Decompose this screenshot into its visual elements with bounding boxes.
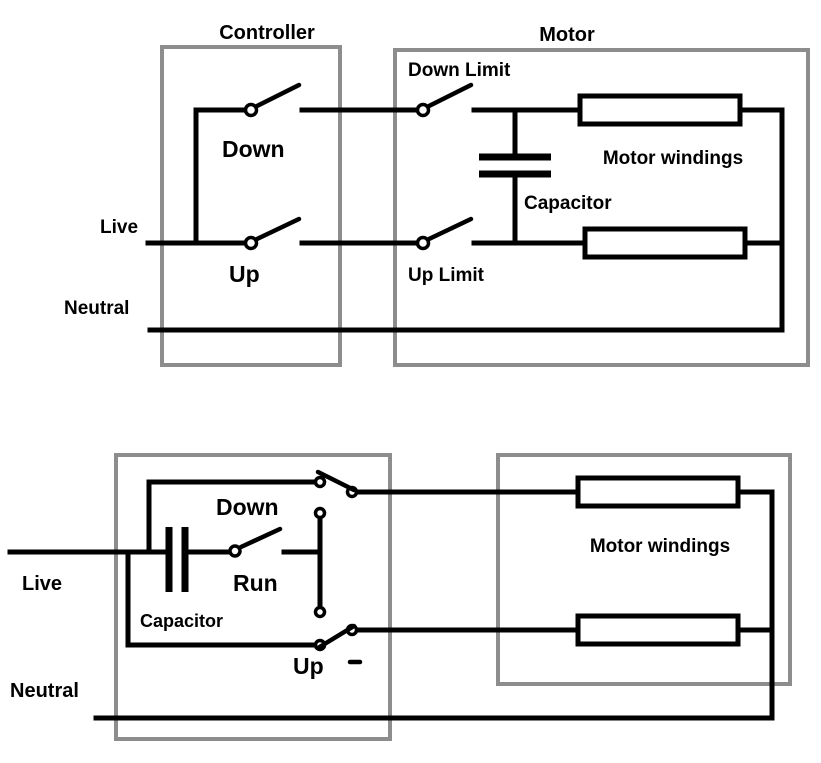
capacitor-label: Capacitor — [524, 193, 612, 214]
down-switch-contact — [243, 102, 259, 118]
live-label: Live — [22, 573, 62, 595]
bottom-selector-blade — [315, 623, 357, 651]
neutral-label: Neutral — [64, 298, 129, 319]
down-limit-switch-contact — [415, 102, 431, 118]
down-throw-contact — [313, 475, 327, 489]
down-switch-blade — [254, 82, 302, 109]
selector-link-bottom-contact — [313, 605, 327, 619]
capacitor-label: Capacitor — [140, 611, 223, 631]
top-selector-blade — [315, 469, 357, 493]
motor-winding-bottom — [582, 226, 748, 260]
motor-winding-top — [577, 93, 743, 127]
up-limit-label: Up Limit — [408, 265, 485, 286]
down-limit-label: Down Limit — [408, 60, 511, 81]
down-switch-label: Down — [216, 494, 279, 520]
bottom-circuit: Down Live Run Capacitor Up Neutral Motor… — [7, 453, 792, 741]
up-limit-switch-blade — [426, 216, 474, 242]
run-switch-contact — [228, 544, 242, 558]
up-switch-label: Up — [293, 653, 324, 679]
motor-winding-top — [575, 475, 741, 509]
top-circuit: Controller Motor Down Limit Down Live Up… — [64, 22, 810, 367]
motor-box — [393, 48, 810, 367]
controller-label: Controller — [219, 22, 315, 44]
motor-label: Motor — [539, 24, 595, 46]
neutral-label: Neutral — [10, 680, 79, 702]
run-switch-label: Run — [233, 570, 278, 596]
up-switch-contact — [243, 235, 259, 251]
motor-winding-bottom — [575, 613, 741, 647]
controller-box — [160, 45, 342, 367]
motor-windings-label: Motor windings — [603, 148, 743, 169]
down-limit-switch-blade — [426, 82, 474, 109]
down-switch-label: Down — [222, 136, 285, 162]
selector-link-top-contact — [313, 506, 327, 520]
up-switch-label: Up — [229, 261, 260, 287]
up-limit-switch-contact — [415, 235, 431, 251]
controller-box — [114, 453, 392, 741]
run-switch-blade — [238, 526, 283, 550]
motor-box — [496, 453, 792, 686]
live-label: Live — [100, 217, 138, 238]
motor-windings-label: Motor windings — [590, 536, 730, 557]
up-switch-blade — [254, 216, 302, 242]
